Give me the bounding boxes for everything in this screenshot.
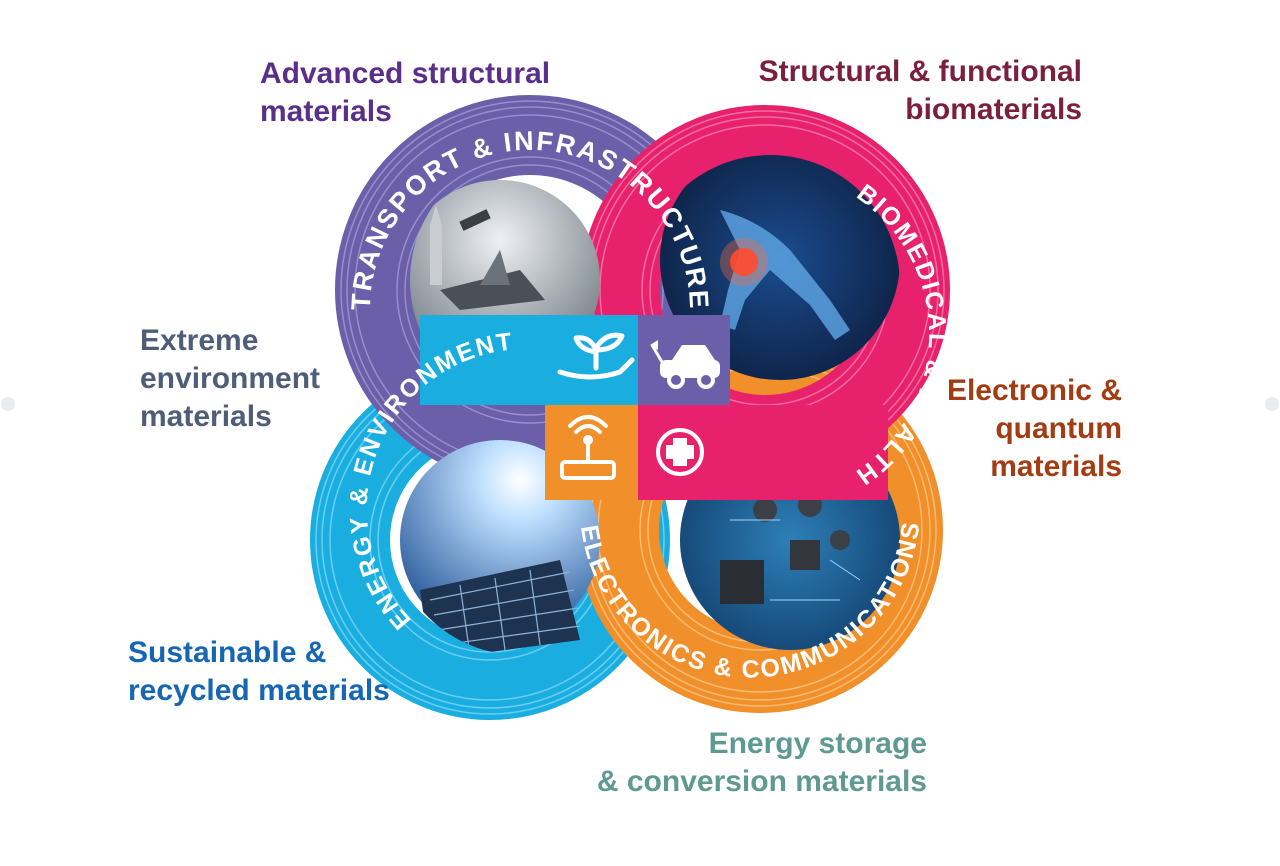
electric-car-icon — [650, 340, 720, 389]
label-sustainable-recycled: Sustainable & recycled materials — [128, 636, 390, 707]
wifi-router-icon — [560, 415, 616, 480]
label-structural-functional-biomaterials: Structural & functional biomaterials — [758, 55, 1082, 126]
electronics-center-panel — [545, 405, 640, 500]
plant-in-hand-icon — [557, 332, 635, 380]
medical-cross-icon — [656, 428, 704, 476]
label-advanced-structural: Advanced structural materials — [260, 57, 551, 128]
label-extreme-environment: Extreme environment materials — [140, 324, 321, 433]
label-electronic-quantum: Electronic & quantum materials — [946, 374, 1122, 483]
label-energy-storage: Energy storage & conversion materials — [596, 727, 927, 798]
energy-photo — [400, 440, 600, 655]
right-edge-dot — [1265, 397, 1279, 411]
left-edge-dot — [1, 397, 15, 411]
energy-center-panel — [420, 315, 640, 405]
